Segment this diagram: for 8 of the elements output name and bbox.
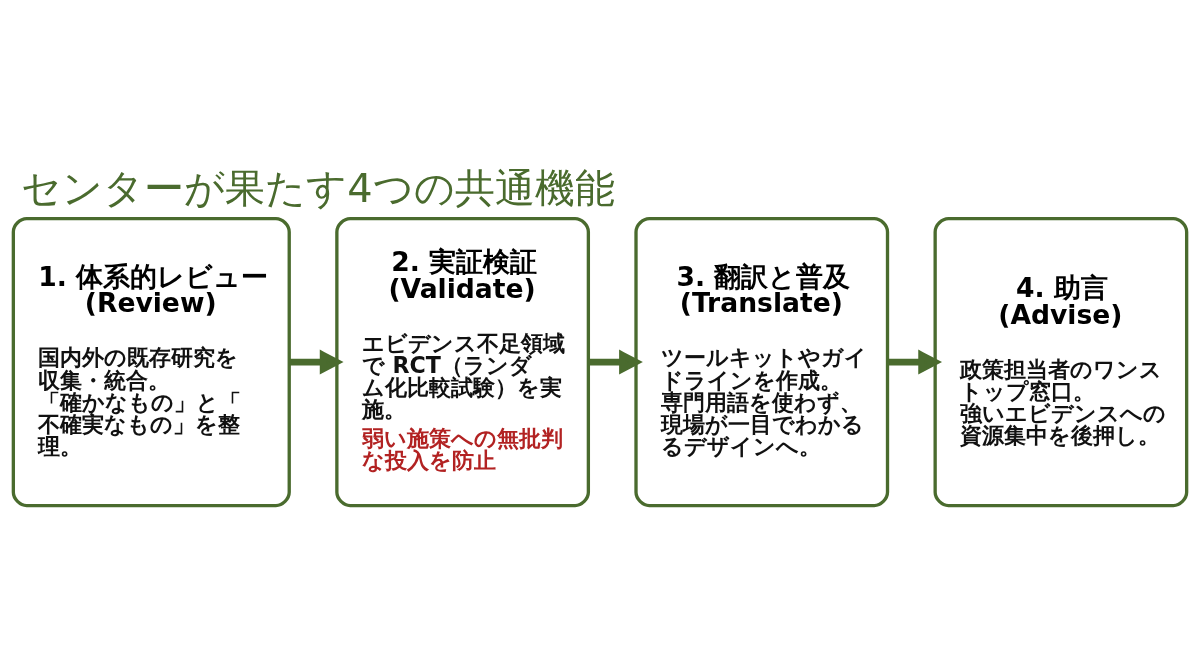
- node-box: 3. 翻訳と普及 (Translate) ツールキットやガイドラインを作成。専門用語を使わず、現場が一目でわかるるデザインへ。: [634, 216, 890, 507]
- node-box: 4. 助言 (Advise) 政策担当者のワンストップ窓口。強いエビデンスへの資源集中を後押し。: [933, 216, 1189, 507]
- node-box: 1. 体系的レビュー (Review) 国内外の既存研究を収集・統合。「確かなもの」と「不確実なもの」を整理。: [11, 216, 291, 507]
- node-box: 2. 実証検証 (Validate) エビデンス不足領域で RCT（ランダム化比較試験）を実施。 弱い施策への無批判な投入を防止: [335, 216, 591, 507]
- arrow: [887, 349, 943, 375]
- diagram-title: センターが果たす4つの共通機能: [21, 164, 615, 211]
- arrow: [588, 349, 643, 375]
- arrow: [289, 349, 344, 375]
